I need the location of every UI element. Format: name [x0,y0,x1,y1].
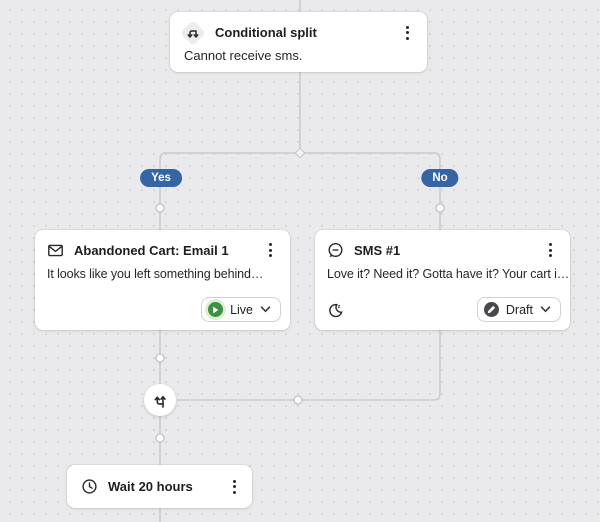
pencil-circle-icon [483,302,499,317]
wait-node-card[interactable]: Wait 20 hours [67,465,252,508]
email-node-card[interactable]: Abandoned Cart: Email 1 It looks like yo… [35,230,290,330]
kebab-menu-icon[interactable] [224,477,244,497]
yes-branch-badge: Yes [140,169,182,188]
email-preview-text: It looks like you left something behind… [47,267,264,281]
branch-junction-diamond [294,147,306,159]
kebab-menu-icon[interactable] [260,240,280,260]
no-branch-badge: No [421,169,459,188]
status-dropdown[interactable]: Live [201,297,281,322]
node-title: SMS #1 [354,242,401,258]
play-circle-icon [208,302,224,317]
node-title: Wait 20 hours [108,479,193,494]
sms-bubble-icon [327,242,344,259]
sms-preview-text: Love it? Need it? Gotta have it? Your ca… [327,267,570,281]
chevron-down-icon [260,306,271,313]
merge-arrows-icon [154,395,166,408]
clock-icon [81,478,98,495]
connector-node-dots [155,203,445,443]
status-dropdown[interactable]: Draft [476,297,561,322]
status-label: Draft [505,302,533,317]
moon-z-icon: z [327,302,343,318]
svg-text:z: z [338,303,341,309]
envelope-icon [47,242,64,259]
kebab-menu-icon[interactable] [397,23,417,43]
sms-node-card[interactable]: SMS #1 Love it? Need it? Gotta have it? … [315,230,570,330]
status-label: Live [230,302,253,317]
node-title: Abandoned Cart: Email 1 [74,242,229,258]
split-arrows-icon [179,19,206,46]
kebab-menu-icon[interactable] [540,240,560,260]
merge-paths-node[interactable] [144,384,176,416]
node-title: Conditional split [215,25,317,40]
conditional-split-card[interactable]: Conditional split Cannot receive sms. [170,12,427,72]
split-condition-text: Cannot receive sms. [184,48,303,63]
chevron-down-icon [540,306,551,313]
